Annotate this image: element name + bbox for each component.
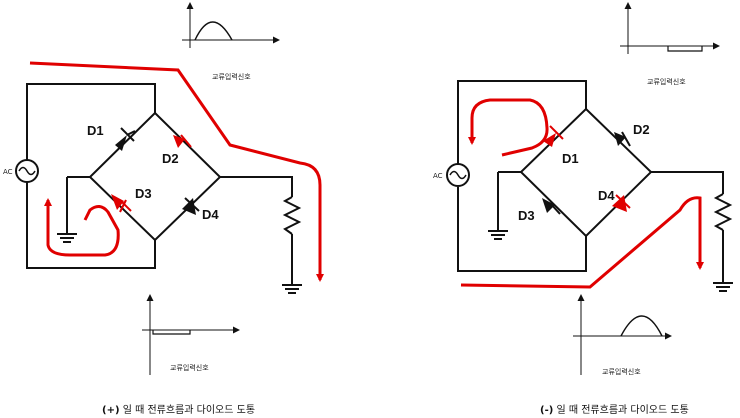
right-current-path-return xyxy=(470,98,549,157)
right-d4-label: D4 xyxy=(598,188,615,203)
positive-half-wave xyxy=(620,315,663,337)
right-d3-label: D3 xyxy=(518,208,535,223)
left-d1-diode xyxy=(115,127,136,151)
right-d2-label: D2 xyxy=(633,122,650,137)
right-d4-diode xyxy=(612,194,631,212)
ac-label: AC xyxy=(3,168,13,176)
left-circuit: AC xyxy=(3,83,302,294)
right-d1-label: D1 xyxy=(562,151,579,166)
left-bottom-graph-label: 교류입력신호 xyxy=(170,363,209,372)
left-d2-diode xyxy=(173,134,192,148)
left-d1-label: D1 xyxy=(87,123,104,138)
load-resistor xyxy=(713,193,733,231)
left-current-path-return xyxy=(46,200,120,257)
right-top-graph-label: 교류입력신호 xyxy=(647,77,686,86)
left-caption-text: 일 때 전류흐름과 다이오드 도통 xyxy=(120,404,256,416)
left-d4-label: D4 xyxy=(202,207,219,222)
right-bottom-graph-label: 교류입력신호 xyxy=(602,367,641,376)
left-d3-label: D3 xyxy=(135,186,152,201)
right-circuit: AC xyxy=(433,80,733,292)
right-top-graph: 교류입력신호 xyxy=(620,2,720,86)
left-d2-label: D2 xyxy=(162,151,179,166)
right-bottom-graph: 교류입력신호 xyxy=(573,294,672,376)
left-top-graph-label: 교류입력신호 xyxy=(212,72,251,81)
right-current-path-main xyxy=(460,196,704,289)
right-d1-diode xyxy=(543,125,564,147)
right-panel: 교류입력신호 AC xyxy=(433,2,733,416)
left-bottom-graph: 교류입력신호 xyxy=(142,294,240,375)
left-panel: 교류입력신호 AC xyxy=(3,2,324,416)
right-caption: (-) 일 때 전류흐름과 다이오드 도통 xyxy=(540,404,689,416)
right-caption-text: 일 때 전류흐름과 다이오드 도통 xyxy=(553,404,689,416)
right-d3-diode xyxy=(542,198,561,215)
left-d3-diode xyxy=(111,194,132,213)
left-caption-prefix: (+) xyxy=(102,405,120,416)
ac-label: AC xyxy=(433,172,443,180)
left-caption: (+) 일 때 전류흐름과 다이오드 도통 xyxy=(102,404,255,416)
left-d4-diode xyxy=(182,197,200,215)
right-caption-prefix: (-) xyxy=(540,405,553,416)
positive-half-wave xyxy=(194,21,233,41)
flat-output xyxy=(152,330,191,335)
flat-input xyxy=(667,46,703,52)
right-d2-diode xyxy=(614,131,631,147)
left-top-graph: 교류입력신호 xyxy=(182,2,280,81)
load-resistor xyxy=(282,196,302,235)
left-current-path-main xyxy=(29,61,324,282)
